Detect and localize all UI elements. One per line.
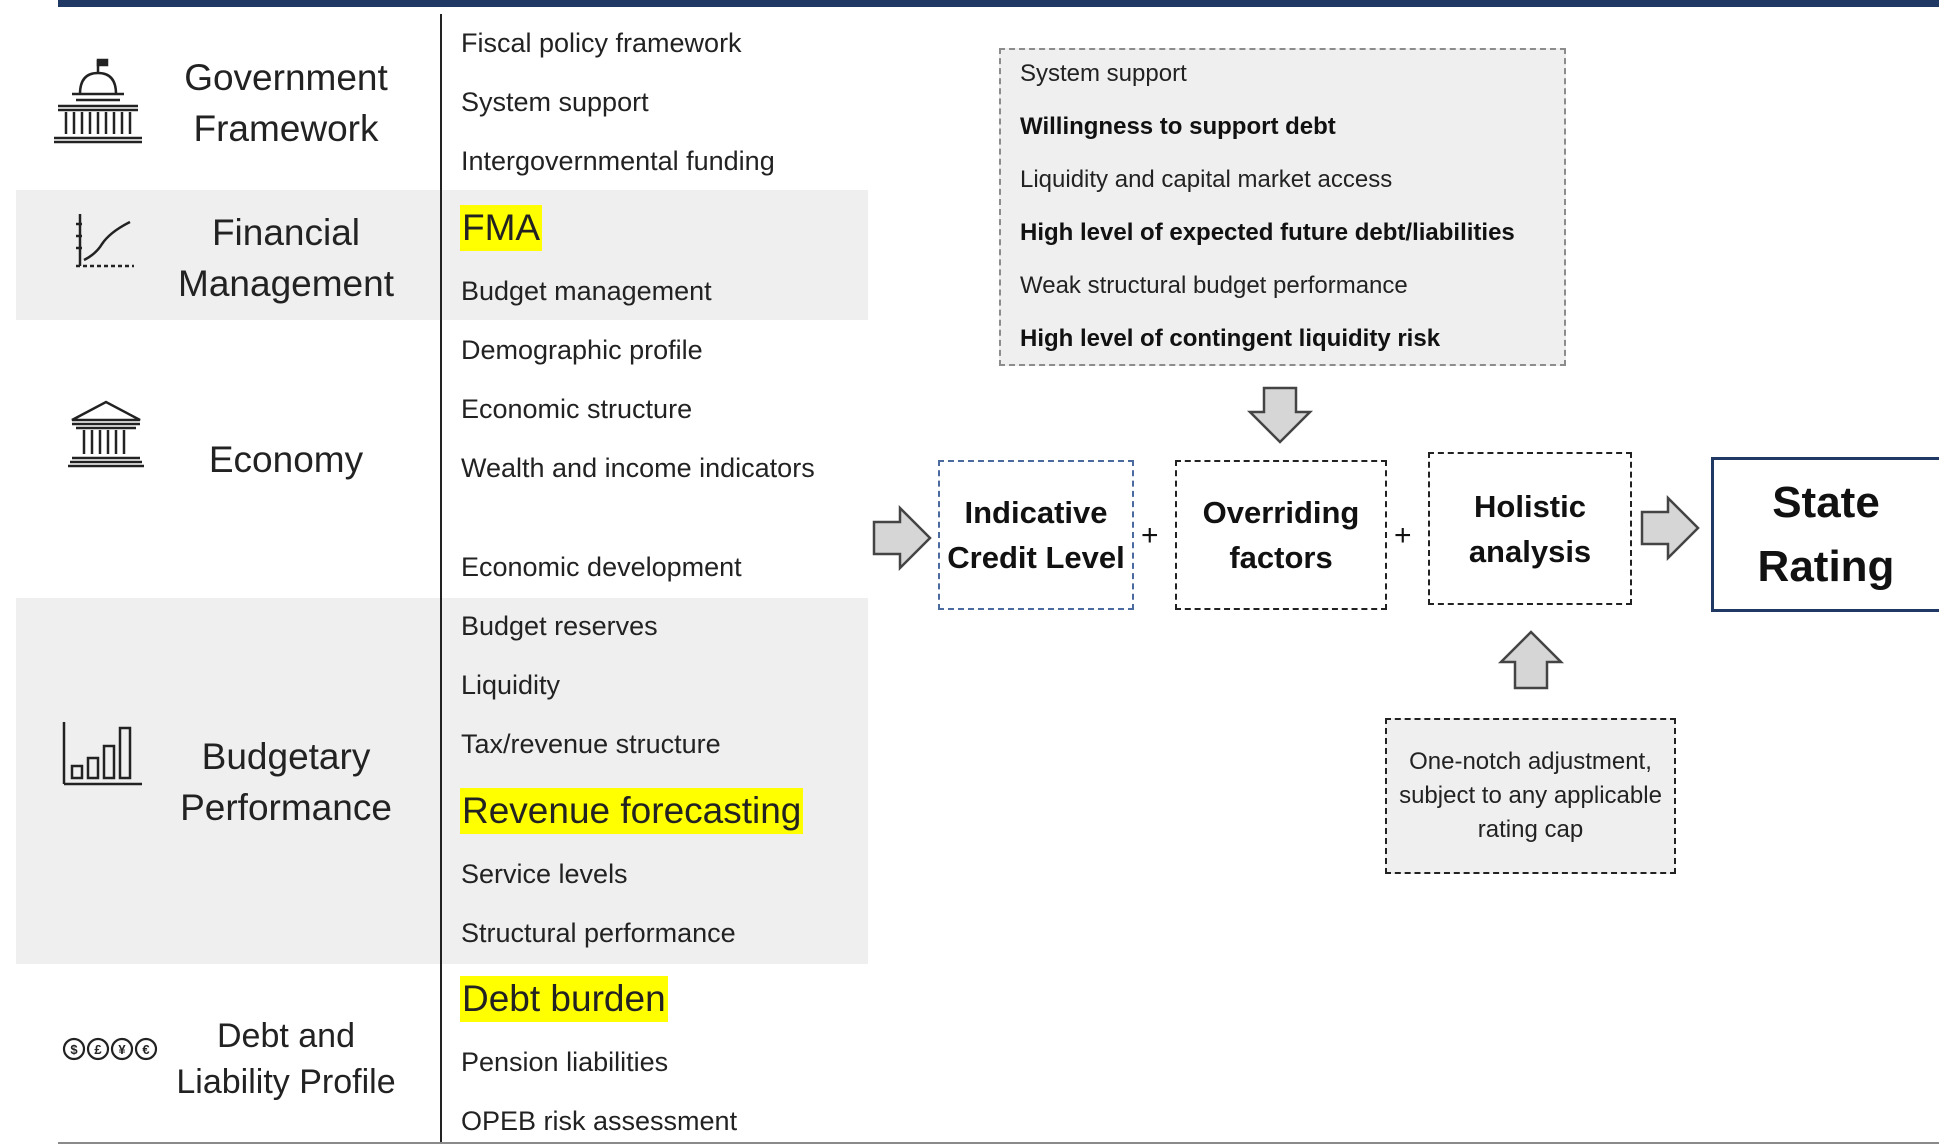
item-wealth-income-indicators: Wealth and income indicators	[461, 453, 815, 483]
item-service-levels: Service levels	[461, 859, 628, 889]
item-opeb-risk-assessment: OPEB risk assessment	[461, 1106, 738, 1136]
up-arrow-icon	[1497, 630, 1565, 690]
category-financial-management: Financial Management	[178, 212, 394, 304]
plus-sign-2: +	[1394, 519, 1412, 552]
top-rule	[58, 0, 1939, 7]
item-fiscal-policy-framework: Fiscal policy framework	[461, 28, 742, 58]
svg-text:$: $	[70, 1042, 78, 1057]
capitol-icon	[54, 58, 142, 144]
line-chart-icon	[76, 214, 134, 268]
right-arrow-icon	[872, 504, 932, 572]
item-pension-liabilities: Pension liabilities	[461, 1047, 669, 1077]
down-arrow-icon	[1246, 386, 1314, 444]
item-fma: FMA	[460, 205, 543, 251]
svg-text:€: €	[142, 1042, 149, 1057]
item-budget-reserves: Budget reserves	[461, 611, 658, 641]
item-economic-development: Economic development	[461, 552, 742, 582]
indicative-credit-level-box: Indicative Credit Level	[938, 460, 1134, 610]
category-budgetary-performance: Budgetary Performance	[180, 736, 392, 828]
holistic-analysis-box: Holistic analysis	[1428, 452, 1632, 605]
item-structural-performance: Structural performance	[461, 918, 736, 948]
item-debt-burden: Debt burden	[460, 976, 668, 1022]
category-debt-liability-profile: Debt and Liability Profile	[176, 1017, 396, 1101]
factor-contingent-liquidity-risk: High level of contingent liquidity risk	[1020, 325, 1441, 352]
item-liquidity: Liquidity	[461, 670, 561, 700]
category-economy: Economy	[208, 439, 364, 480]
overriding-factors-box: Overriding factors	[1175, 460, 1387, 610]
item-economic-structure: Economic structure	[461, 394, 693, 424]
factor-expected-future-debt: High level of expected future debt/liabi…	[1020, 219, 1515, 246]
overriding-factors-list	[999, 48, 1566, 366]
item-revenue-forecasting: Revenue forecasting	[460, 788, 804, 834]
category-government-framework: Government Framework	[184, 57, 388, 149]
band-budgetary-performance	[16, 598, 868, 964]
item-intergovernmental-funding: Intergovernmental funding	[461, 146, 775, 176]
item-budget-management: Budget management	[461, 276, 712, 306]
svg-text:£: £	[94, 1042, 102, 1057]
item-demographic-profile: Demographic profile	[461, 335, 703, 365]
item-system-support: System support	[461, 87, 649, 117]
column-divider	[440, 14, 442, 1142]
item-tax-revenue-structure: Tax/revenue structure	[461, 729, 721, 759]
bank-icon	[68, 400, 144, 468]
factor-willingness-support-debt: Willingness to support debt	[1020, 113, 1336, 140]
factor-weak-structural-budget: Weak structural budget performance	[1020, 272, 1408, 299]
bottom-rule	[58, 1142, 1939, 1144]
plus-sign-1: +	[1141, 519, 1159, 552]
factor-liquidity-market-access: Liquidity and capital market access	[1020, 166, 1393, 193]
one-notch-adjustment-note: One-notch adjustment, subject to any app…	[1385, 718, 1676, 874]
svg-text:¥: ¥	[118, 1042, 126, 1057]
band-financial-management	[16, 190, 868, 320]
factor-system-support: System support	[1020, 60, 1187, 87]
right-arrow-to-rating-icon	[1640, 494, 1700, 562]
state-rating-box: State Rating	[1711, 457, 1939, 612]
bar-chart-icon	[62, 722, 142, 786]
currency-coins-icon: $ £ ¥ €	[62, 1037, 158, 1061]
